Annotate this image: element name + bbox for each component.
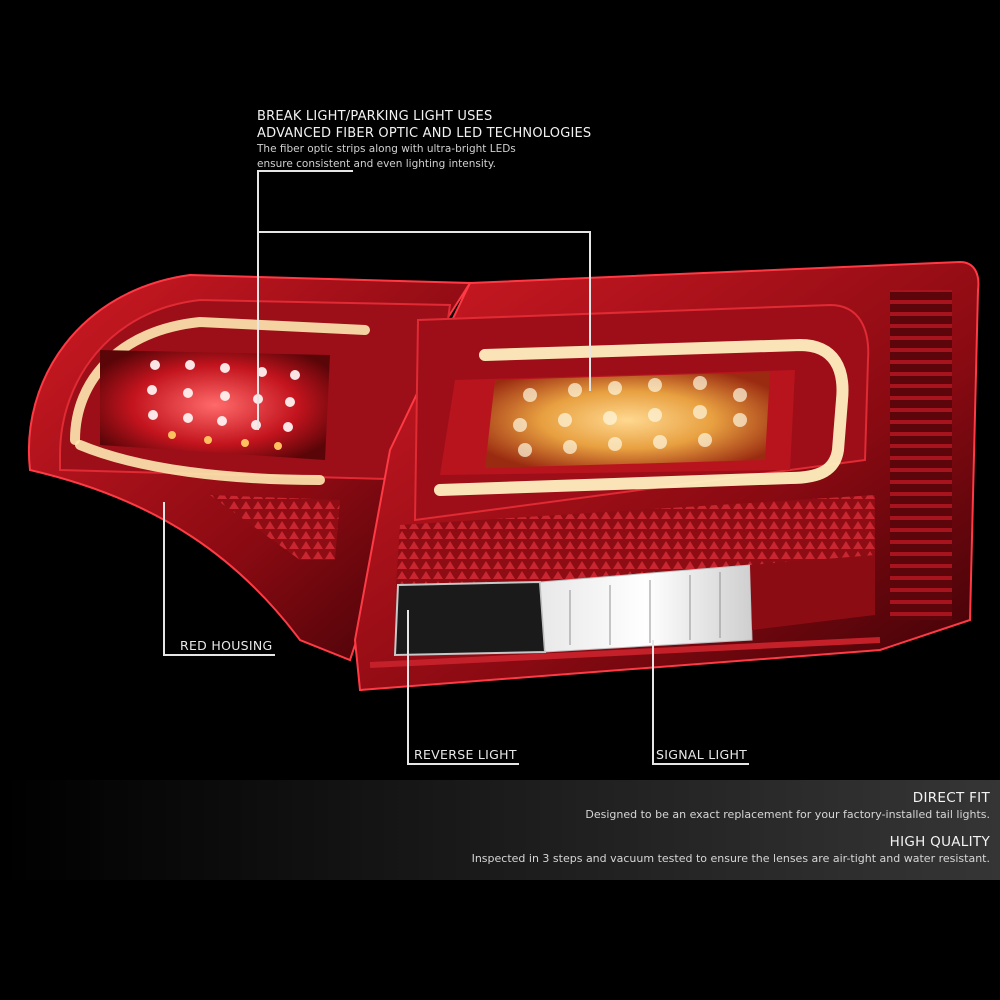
top-callout-title-line2: ADVANCED FIBER OPTIC AND LED TECHNOLOGIE… — [257, 126, 592, 141]
callout-line-reverse-vertical — [407, 610, 409, 765]
feature-direct-fit: DIRECT FIT Designed to be an exact repla… — [290, 790, 990, 821]
top-callout-desc-line1: The fiber optic strips along with ultra-… — [257, 143, 516, 155]
features-band: DIRECT FIT Designed to be an exact repla… — [0, 780, 1000, 880]
feature-title: HIGH QUALITY — [889, 834, 990, 850]
callout-line-top-horizontal-short — [257, 170, 353, 172]
callout-line-housing-horizontal — [163, 654, 275, 656]
feature-title: DIRECT FIT — [912, 790, 990, 806]
inner-tail-light — [27, 273, 472, 662]
callout-line-signal-horizontal — [652, 763, 749, 765]
reverse-lens — [393, 580, 547, 657]
callout-line-signal-vertical — [652, 640, 654, 765]
top-callout-desc-line2: ensure consistent and even lighting inte… — [257, 158, 496, 170]
signal-lens — [539, 564, 753, 653]
callout-line-housing-vertical — [163, 502, 165, 655]
reverse-light-label: REVERSE LIGHT — [414, 747, 517, 762]
top-callout: BREAK LIGHT/PARKING LIGHT USES ADVANCED … — [257, 108, 591, 172]
callout-line-top-right-vertical — [589, 231, 591, 391]
feature-high-quality: HIGH QUALITY Inspected in 3 steps and va… — [290, 834, 990, 865]
callout-line-top-left-vertical — [257, 170, 259, 430]
feature-desc: Designed to be an exact replacement for … — [585, 808, 990, 821]
callout-line-reverse-horizontal — [407, 763, 519, 765]
top-callout-title-line1: BREAK LIGHT/PARKING LIGHT USES — [257, 109, 493, 124]
red-housing-label: RED HOUSING — [180, 638, 273, 653]
outer-tail-light — [353, 260, 980, 692]
callout-line-top-horizontal-long — [257, 231, 591, 233]
feature-desc: Inspected in 3 steps and vacuum tested t… — [471, 852, 990, 865]
signal-light-label: SIGNAL LIGHT — [656, 747, 748, 762]
